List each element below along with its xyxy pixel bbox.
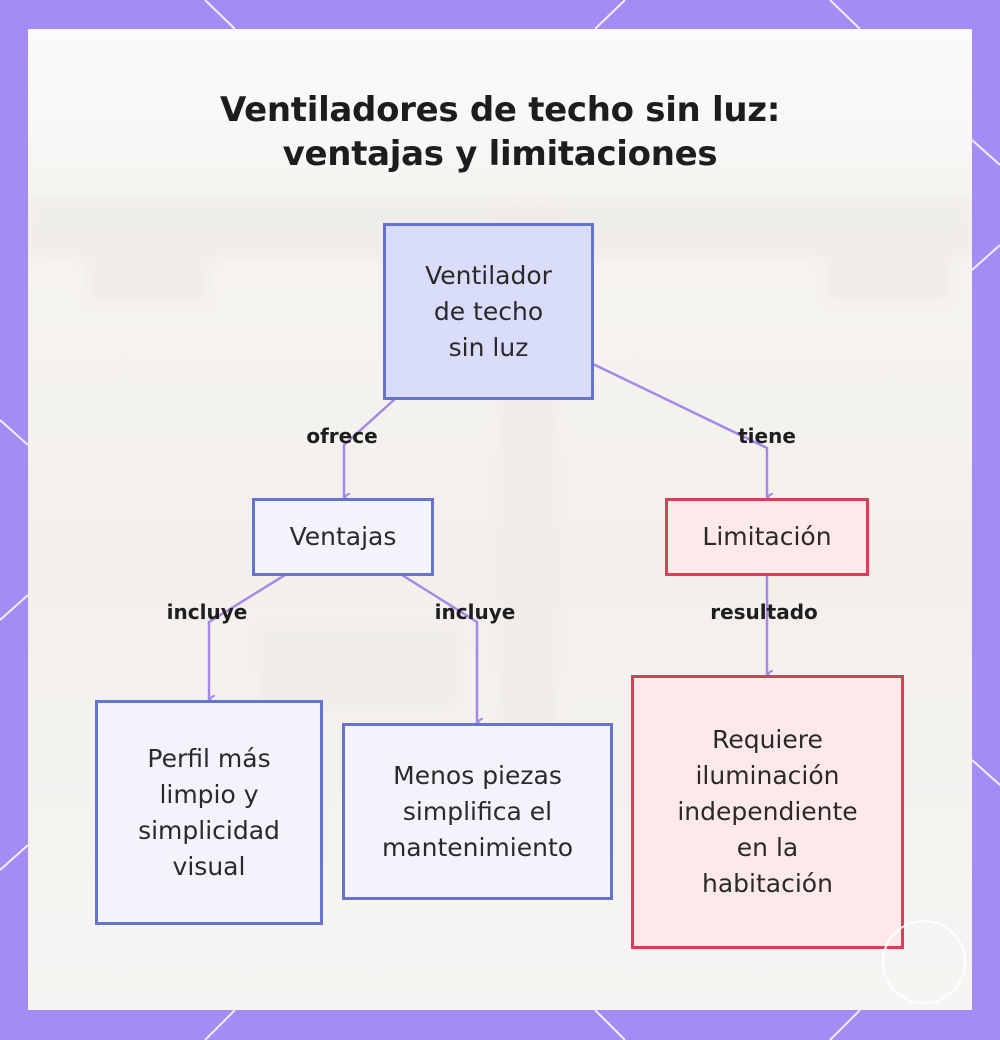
edge-label-resultado: resultado xyxy=(710,600,818,624)
edge-ofrece xyxy=(344,398,396,497)
edge-incluye-1 xyxy=(209,573,286,699)
edge-label-incluye-2: incluye xyxy=(434,600,516,624)
node-limitacion: Limitación xyxy=(665,498,869,576)
title-line-1: Ventiladores de techo sin luz: xyxy=(219,90,781,130)
node-perfil-limpio: Perfil más limpio y simplicidad visual xyxy=(95,700,323,925)
node-ventilador-label: Ventilador de techo sin luz xyxy=(425,260,552,362)
node-perfil-label: Perfil más limpio y simplicidad visual xyxy=(138,743,280,881)
node-menos-piezas: Menos piezas simplifica el mantenimiento xyxy=(342,723,613,900)
title-line-2: ventajas y limitaciones xyxy=(282,134,718,174)
diagram-title: Ventiladores de techo sin luz: ventajas … xyxy=(0,88,1000,176)
node-requiere-iluminacion: Requiere iluminación independiente en la… xyxy=(631,675,904,949)
node-ventilador-sin-luz: Ventilador de techo sin luz xyxy=(383,223,594,400)
watermark-logo-icon xyxy=(882,920,966,1004)
edge-label-tiene: tiene xyxy=(738,424,796,448)
node-menos-piezas-label: Menos piezas simplifica el mantenimiento xyxy=(381,760,574,862)
edge-label-ofrece: ofrece xyxy=(306,424,378,448)
node-requiere-label: Requiere iluminación independiente en la… xyxy=(677,725,858,898)
edge-label-incluye-1: incluye xyxy=(166,600,248,624)
node-limitacion-label: Limitación xyxy=(702,522,832,551)
edge-tiene xyxy=(592,362,767,497)
node-ventajas-label: Ventajas xyxy=(289,522,397,551)
edge-incluye-2 xyxy=(401,573,477,722)
node-ventajas: Ventajas xyxy=(252,498,434,576)
